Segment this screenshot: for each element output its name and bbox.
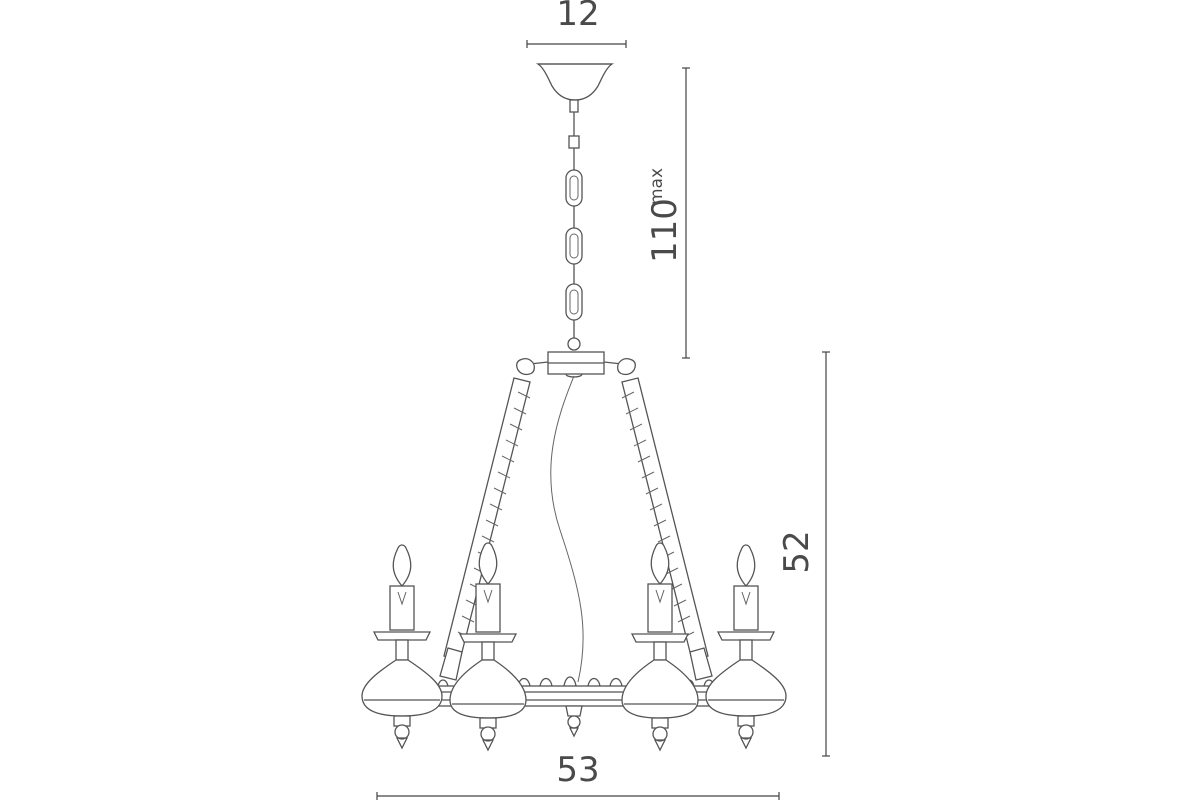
dimension-body-height: 52 [777,351,830,757]
dimension-body-width: 53 [376,750,780,800]
ceiling-canopy [535,63,615,101]
chain-length-label: 110 [645,198,685,263]
body-width-label: 53 [556,750,599,790]
power-cord [550,375,584,683]
top-width-label: 12 [556,0,599,34]
candle-arm-3 [621,542,699,752]
chain [565,99,583,351]
dimension-top-width: 12 [526,0,627,48]
candle-arm-2 [449,542,527,752]
candle-arm-4 [705,544,787,750]
body-height-label: 52 [777,530,817,573]
chain-length-suffix: max [647,168,667,205]
dimension-chain-length: 110 max [645,67,690,359]
hub [516,351,636,378]
candle-arm-1 [361,544,443,750]
